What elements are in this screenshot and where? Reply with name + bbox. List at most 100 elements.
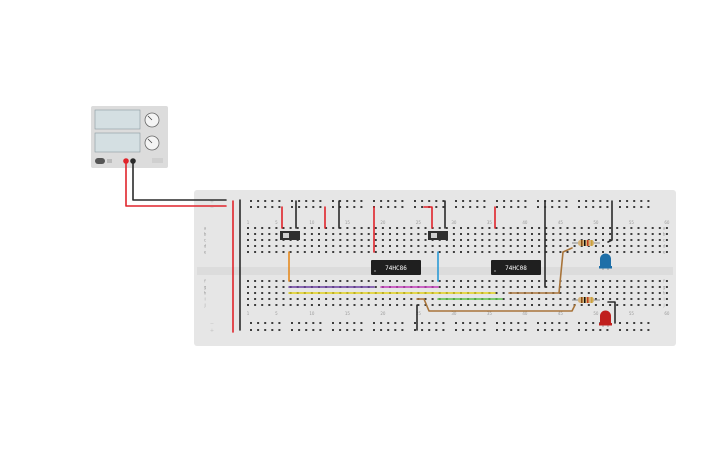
rail-hole[interactable] [250,322,252,324]
hole[interactable] [516,233,519,235]
rail-hole[interactable] [476,329,479,331]
hole[interactable] [594,292,597,294]
hole[interactable] [332,239,335,241]
hole[interactable] [353,245,356,247]
hole[interactable] [381,251,384,253]
rail-hole[interactable] [291,200,293,202]
hole[interactable] [552,239,555,241]
hole[interactable] [495,227,498,229]
rail-hole[interactable] [414,200,416,202]
hole[interactable] [509,251,512,253]
hole[interactable] [523,286,526,288]
hole[interactable] [424,280,427,282]
hole[interactable] [268,227,271,229]
hole[interactable] [310,251,313,253]
components[interactable]: 74HC86 74HC08 [280,231,612,327]
hole[interactable] [566,251,569,253]
rail-hole[interactable] [442,322,445,324]
rail-hole[interactable] [428,200,431,202]
wire-red-psu[interactable] [125,160,227,207]
hole[interactable] [467,304,470,306]
hole[interactable] [396,245,399,247]
hole[interactable] [474,227,477,229]
rail-hole[interactable] [401,329,404,331]
hole[interactable] [396,239,399,241]
rail-hole[interactable] [619,206,621,208]
hole[interactable] [403,298,406,300]
hole[interactable] [594,280,597,282]
hole[interactable] [552,227,555,229]
rail-hole[interactable] [647,206,650,208]
hole[interactable] [445,245,448,247]
hole[interactable] [247,227,249,229]
hole[interactable] [247,233,249,235]
hole[interactable] [247,286,249,288]
hole[interactable] [282,292,285,294]
hole[interactable] [644,251,647,253]
hole[interactable] [325,245,328,247]
hole[interactable] [573,280,576,282]
hole[interactable] [665,280,668,282]
hole[interactable] [665,251,668,253]
hole[interactable] [594,245,597,247]
rail-hole[interactable] [640,322,643,324]
rail-hole[interactable] [496,322,498,324]
hole[interactable] [573,227,576,229]
rail-hole[interactable] [387,206,390,208]
hole[interactable] [495,251,498,253]
rail-hole[interactable] [250,329,252,331]
rail-hole[interactable] [435,329,438,331]
hole[interactable] [460,251,462,253]
hole[interactable] [310,227,313,229]
rail-hole[interactable] [380,322,383,324]
rail-hole[interactable] [647,322,650,324]
rail-hole[interactable] [319,322,322,324]
hole[interactable] [630,298,633,300]
hole[interactable] [516,227,519,229]
rail-hole[interactable] [565,206,568,208]
hole[interactable] [445,227,448,229]
rail-hole[interactable] [496,200,498,202]
rail-hole[interactable] [503,329,506,331]
hole[interactable] [424,239,427,241]
rail-hole[interactable] [626,322,629,324]
rail-hole[interactable] [421,206,424,208]
hole[interactable] [275,233,278,235]
hole[interactable] [431,280,434,282]
hole[interactable] [609,239,612,241]
hole[interactable] [665,286,668,288]
hole[interactable] [552,233,555,235]
rail-hole[interactable] [626,206,629,208]
hole[interactable] [580,251,583,253]
hole[interactable] [310,245,313,247]
hole[interactable] [623,298,626,300]
hole[interactable] [353,251,356,253]
hole[interactable] [516,245,519,247]
rail-hole[interactable] [551,200,554,202]
hole[interactable] [374,245,377,247]
hole[interactable] [431,304,434,306]
hole[interactable] [467,245,470,247]
hole[interactable] [602,233,604,235]
hole[interactable] [602,298,604,300]
hole[interactable] [637,286,640,288]
hole[interactable] [594,233,597,235]
hole[interactable] [424,245,427,247]
hole[interactable] [516,280,519,282]
hole[interactable] [609,251,612,253]
hole[interactable] [602,280,604,282]
hole[interactable] [303,227,306,229]
hole[interactable] [296,304,299,306]
rail-hole[interactable] [606,206,609,208]
rail-hole[interactable] [332,200,334,202]
hole[interactable] [275,298,278,300]
hole[interactable] [559,251,562,253]
hole[interactable] [467,233,470,235]
rail-hole[interactable] [360,206,363,208]
hole[interactable] [665,233,668,235]
rail-hole[interactable] [291,206,293,208]
hole[interactable] [381,239,384,241]
hole[interactable] [630,280,633,282]
hole[interactable] [658,239,661,241]
hole[interactable] [644,245,647,247]
